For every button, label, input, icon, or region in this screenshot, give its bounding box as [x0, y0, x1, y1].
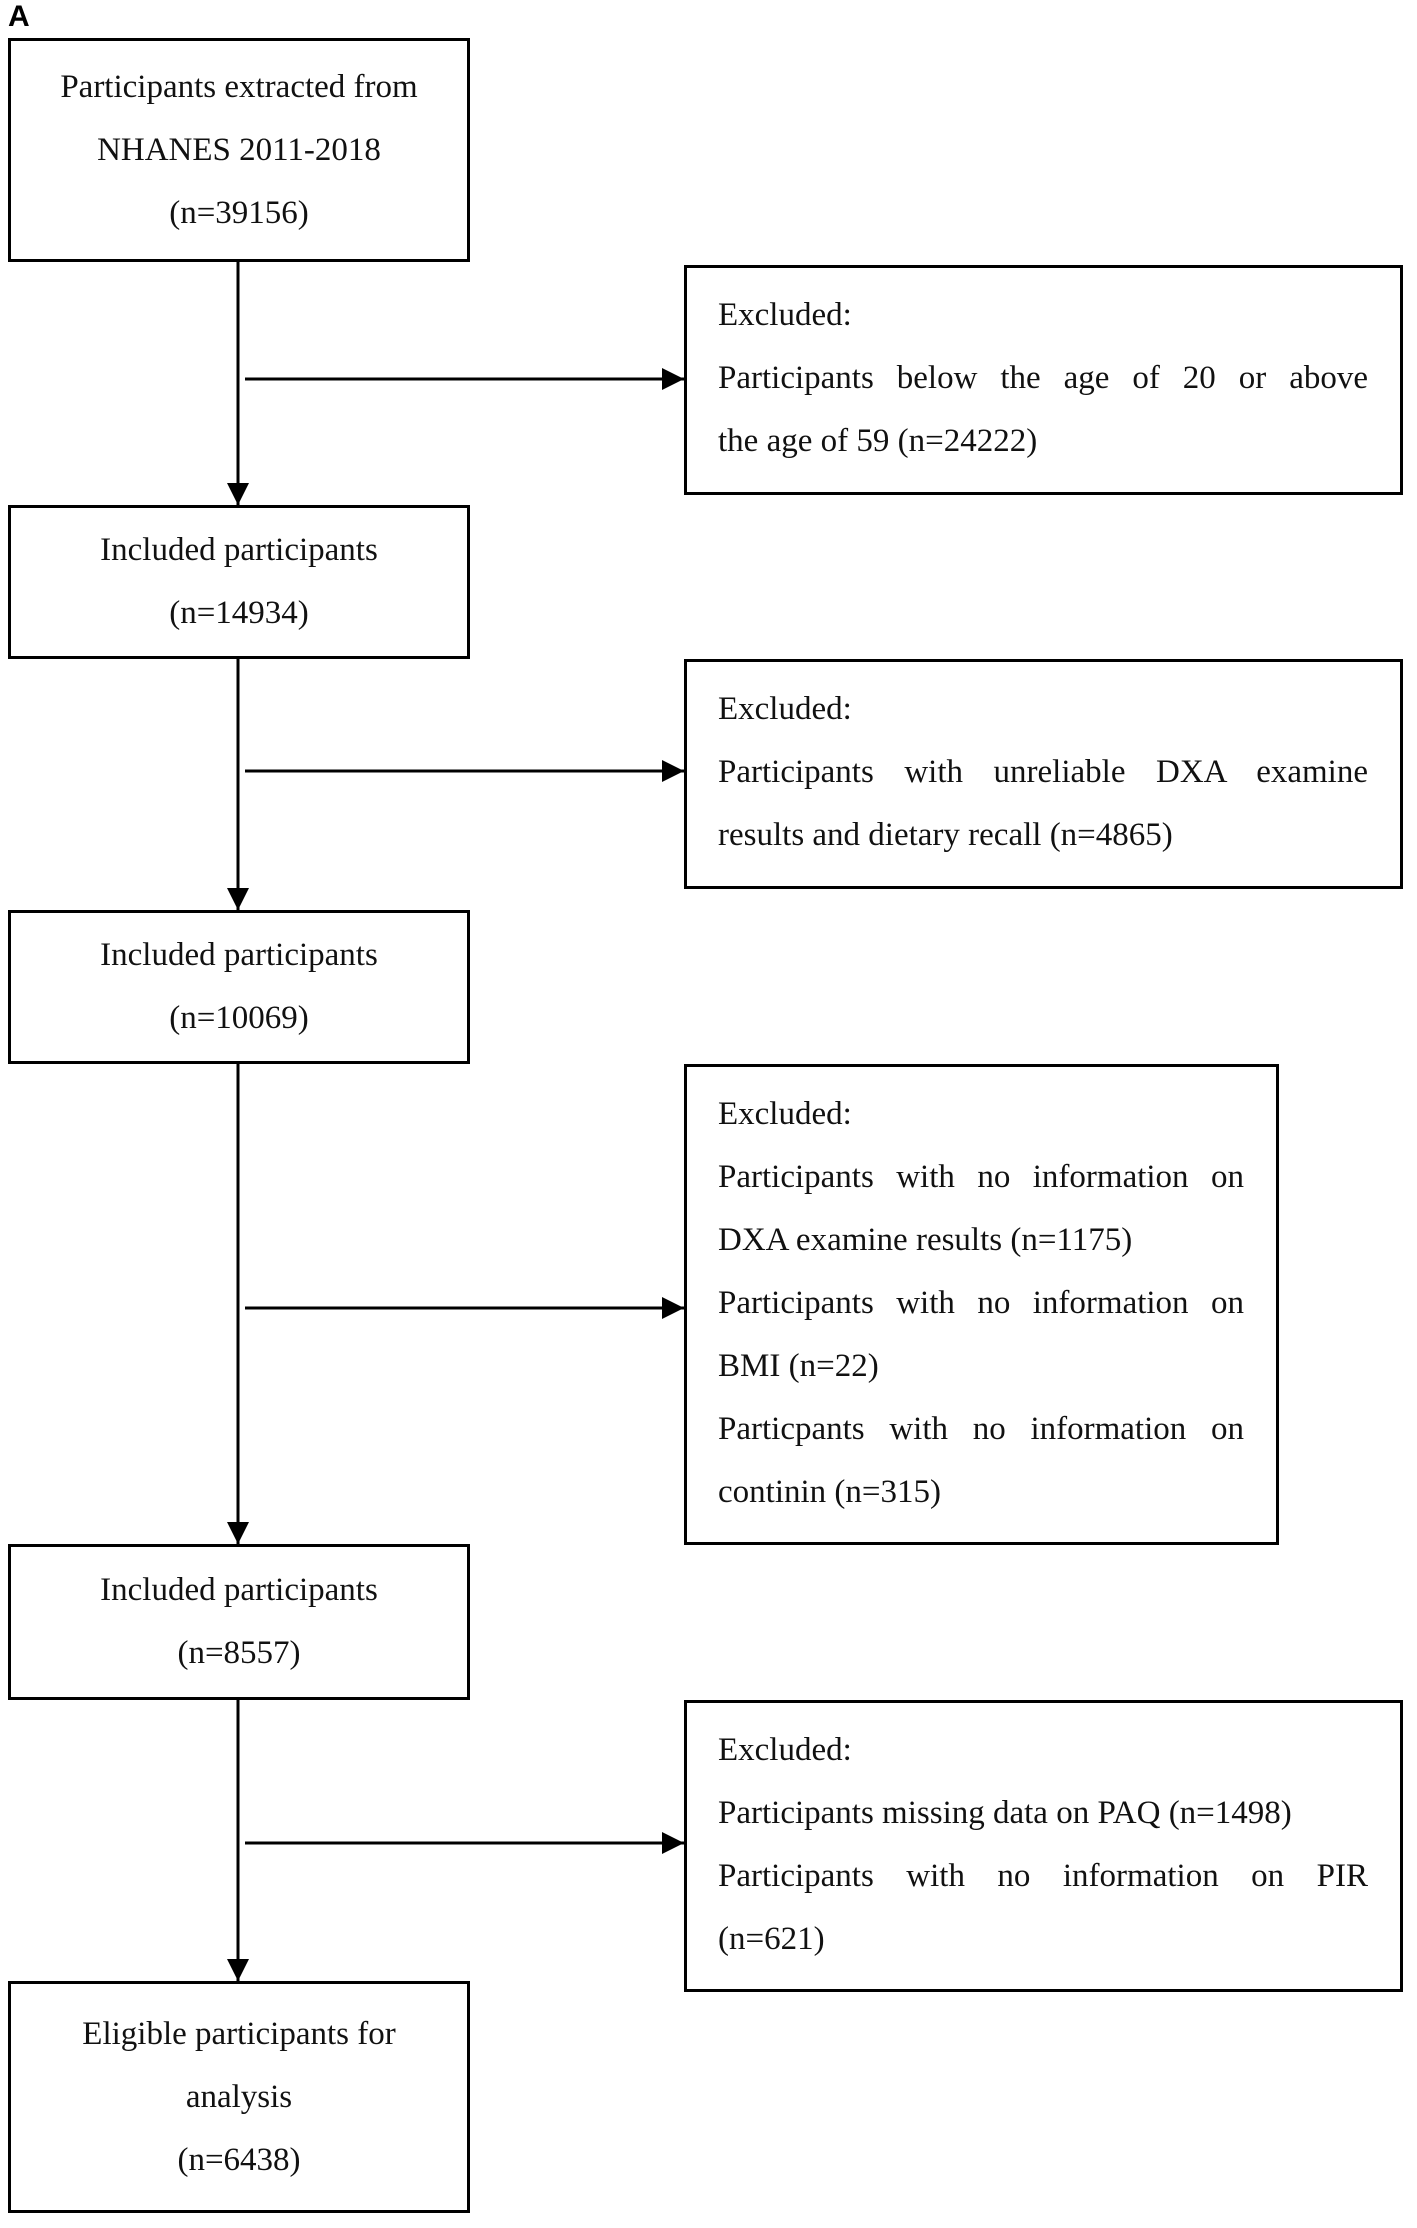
excluded-4-line-1: Participants missing data on PAQ (n=1498… [718, 1795, 1292, 1831]
excluded-2-heading: Excluded: [718, 691, 852, 727]
excluded-3-line-6: continin (n=315) [718, 1474, 941, 1510]
start-line-1: Participants extracted from [60, 68, 418, 105]
excluded-box-4: Excluded: Participants missing data on P… [684, 1700, 1403, 1992]
included-box-2: Included participants (n=10069) [8, 910, 470, 1064]
excluded-box-3: Excluded: Participants with no informati… [684, 1064, 1279, 1545]
final-line-1: Eligible participants for [82, 2015, 396, 2052]
start-line-2: NHANES 2011-2018 [97, 131, 381, 168]
included-1-line-2: (n=14934) [169, 595, 309, 631]
excluded-1-line-1: Participants below the age of 20 or abov… [718, 360, 1368, 396]
excluded-3-line-4: BMI (n=22) [718, 1348, 879, 1384]
panel-label: A [8, 0, 30, 33]
excluded-1-line-2: the age of 59 (n=24222) [718, 423, 1038, 459]
start-box: Participants extracted from NHANES 2011-… [8, 38, 470, 262]
final-box: Eligible participants for analysis (n=64… [8, 1981, 470, 2213]
excluded-4-line-3: (n=621) [718, 1921, 825, 1957]
included-1-line-1: Included participants [100, 532, 378, 568]
included-2-line-1: Included participants [100, 937, 378, 973]
excluded-3-line-5: Particpants with no information on [718, 1411, 1244, 1447]
excluded-1-heading: Excluded: [718, 297, 852, 333]
excluded-3-line-1: Participants with no information on [718, 1159, 1244, 1195]
excluded-3-line-2: DXA examine results (n=1175) [718, 1222, 1133, 1258]
excluded-2-line-2: results and dietary recall (n=4865) [718, 817, 1173, 853]
included-3-line-2: (n=8557) [177, 1635, 301, 1671]
final-line-3: (n=6438) [177, 2141, 301, 2178]
included-3-line-1: Included participants [100, 1572, 378, 1608]
included-2-line-2: (n=10069) [169, 1000, 309, 1036]
excluded-4-line-2: Participants with no information on PIR [718, 1858, 1368, 1894]
final-line-2: analysis [185, 2078, 293, 2115]
excluded-box-1: Excluded: Participants below the age of … [684, 265, 1403, 495]
included-box-3: Included participants (n=8557) [8, 1544, 470, 1700]
excluded-3-heading: Excluded: [718, 1096, 852, 1132]
excluded-box-2: Excluded: Participants with unreliable D… [684, 659, 1403, 889]
excluded-3-line-3: Participants with no information on [718, 1285, 1244, 1321]
excluded-2-line-1: Participants with unreliable DXA examine [718, 754, 1368, 790]
included-box-1: Included participants (n=14934) [8, 505, 470, 659]
excluded-4-heading: Excluded: [718, 1732, 852, 1768]
start-line-3: (n=39156) [169, 194, 309, 231]
